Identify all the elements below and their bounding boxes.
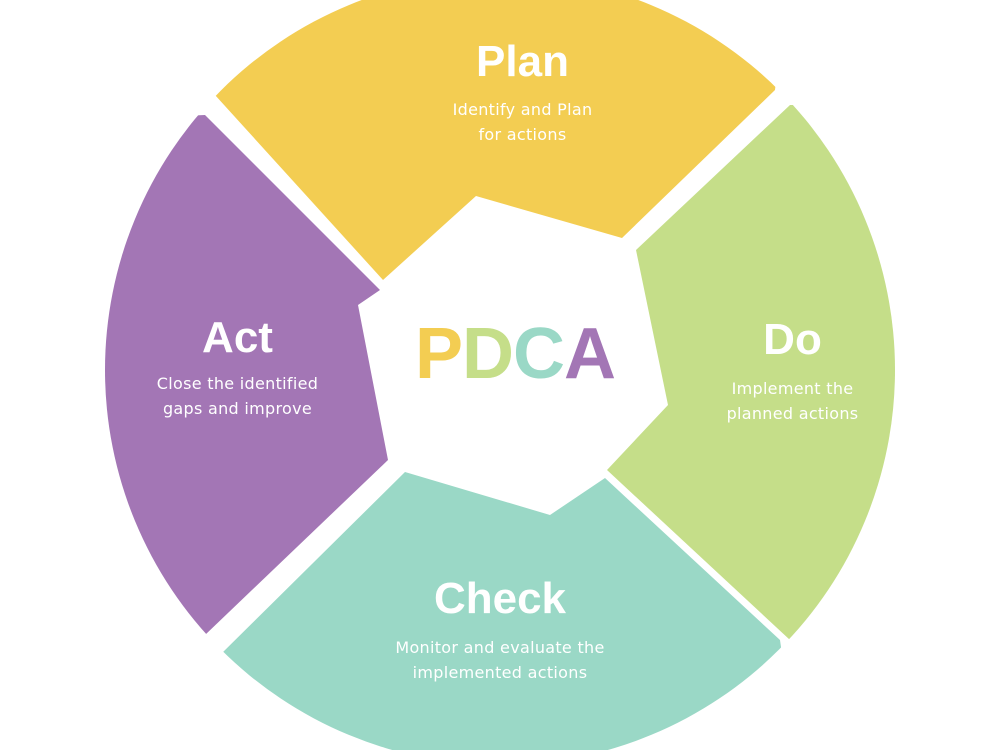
do-title: Do: [763, 315, 822, 364]
do-description-line1: Implement the: [731, 379, 854, 398]
act-segment: [105, 115, 388, 640]
act-description-line2: gaps and improve: [162, 399, 313, 418]
check-title: Check: [433, 574, 567, 623]
check-description-line1: Monitor and evaluate the: [395, 638, 605, 657]
act-title: Act: [202, 313, 273, 362]
plan-description-line1: Identify and Plan: [452, 100, 593, 119]
check-segment: [200, 472, 800, 750]
center-letter-a: A: [564, 314, 616, 394]
pdca-center-title: PDCA: [400, 318, 630, 390]
center-letter-c: C: [513, 314, 565, 394]
plan-description-line2: for actions: [478, 125, 567, 144]
check-description-line2: implemented actions: [412, 663, 588, 682]
check-label: Check Monitor and evaluate the implement…: [365, 577, 635, 685]
do-description-line2: planned actions: [726, 404, 859, 423]
do-segment: [607, 105, 895, 640]
center-letter-p: P: [414, 314, 463, 394]
plan-title: Plan: [476, 37, 569, 86]
act-label: Act Close the identified gaps and improv…: [125, 316, 350, 421]
act-description-line1: Close the identified: [156, 374, 319, 393]
do-label: Do Implement the planned actions: [705, 318, 880, 426]
center-letter-d: D: [462, 314, 514, 394]
plan-label: Plan Identify and Plan for actions: [400, 40, 645, 147]
plan-segment: [215, 0, 790, 280]
